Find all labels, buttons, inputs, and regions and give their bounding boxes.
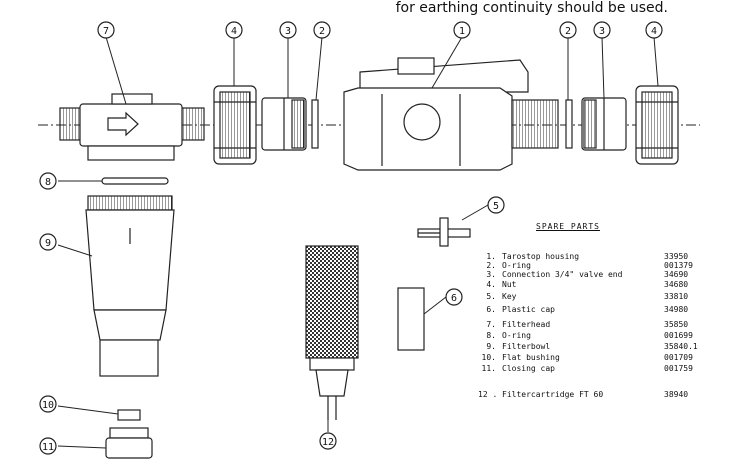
svg-text:2: 2 bbox=[319, 26, 325, 37]
balloon-2-right: 2 bbox=[559, 21, 577, 39]
spare-part-name: Filterhead bbox=[502, 320, 551, 329]
balloon-6: 6 bbox=[445, 288, 463, 306]
nut-right-part bbox=[635, 85, 679, 165]
balloon-3-right: 3 bbox=[593, 21, 611, 39]
o-ring-left-part bbox=[311, 99, 319, 149]
spare-part-name: Plastic cap bbox=[502, 305, 555, 314]
spare-part-code: 001379 bbox=[664, 261, 693, 270]
svg-text:9: 9 bbox=[45, 238, 51, 249]
closing-cap-part bbox=[105, 427, 153, 459]
spare-part-number: 7. bbox=[486, 320, 496, 329]
spare-part-code: 001709 bbox=[664, 353, 693, 362]
svg-text:6: 6 bbox=[451, 293, 457, 304]
connection-right-part bbox=[581, 97, 627, 151]
spare-part-name: Key bbox=[502, 292, 517, 301]
spare-part-code: 34680 bbox=[664, 280, 689, 289]
balloon-4-left: 4 bbox=[225, 21, 243, 39]
spare-part-name: Tarostop housing bbox=[502, 252, 580, 261]
spare-part-name: O-ring bbox=[502, 261, 531, 270]
balloon-2-left: 2 bbox=[313, 21, 331, 39]
balloon-4-right: 4 bbox=[645, 21, 663, 39]
balloon-7: 7 bbox=[97, 21, 115, 39]
balloon-5: 5 bbox=[487, 196, 505, 214]
svg-text:7: 7 bbox=[103, 26, 109, 37]
tarostop-housing-part bbox=[343, 57, 559, 171]
spare-part-number: 2. bbox=[486, 261, 496, 270]
key-part bbox=[417, 217, 471, 247]
balloon-3-left: 3 bbox=[279, 21, 297, 39]
balloon-11: 11 bbox=[39, 437, 57, 455]
spare-part-code: 38940 bbox=[664, 390, 689, 399]
spare-part-number: 11. bbox=[481, 364, 496, 373]
balloon-12: 12 bbox=[319, 432, 337, 450]
spare-part-code: 001759 bbox=[664, 364, 693, 373]
balloon-8: 8 bbox=[39, 172, 57, 190]
spare-parts-title: SPARE PARTS bbox=[536, 222, 600, 231]
spare-part-code: 34980 bbox=[664, 305, 689, 314]
balloon-9: 9 bbox=[39, 233, 57, 251]
o-ring-filter-part bbox=[101, 177, 169, 185]
nut-left-part bbox=[213, 85, 257, 165]
spare-part-name: Nut bbox=[502, 280, 517, 289]
filter-cartridge-part bbox=[305, 245, 359, 420]
svg-text:5: 5 bbox=[493, 201, 499, 212]
spare-part-number: 4. bbox=[486, 280, 496, 289]
spare-part-number: 12 . bbox=[478, 390, 498, 399]
svg-text:4: 4 bbox=[651, 26, 657, 37]
spare-part-name: Filterbowl bbox=[502, 342, 551, 351]
svg-text:10: 10 bbox=[42, 400, 54, 411]
o-ring-right-part bbox=[565, 99, 573, 149]
spare-part-name: Flat bushing bbox=[502, 353, 560, 362]
spare-part-number: 9. bbox=[486, 342, 496, 351]
spare-part-name: Closing cap bbox=[502, 364, 555, 373]
connection-left-part bbox=[261, 97, 307, 151]
svg-text:3: 3 bbox=[285, 26, 291, 37]
leader-lines bbox=[57, 36, 659, 449]
svg-text:4: 4 bbox=[231, 26, 237, 37]
filterhead-part bbox=[59, 93, 205, 161]
svg-text:1: 1 bbox=[459, 26, 465, 37]
header-note: for earthing continuity should be used. bbox=[395, 0, 668, 16]
spare-part-name: O-ring bbox=[502, 331, 531, 340]
svg-text:12: 12 bbox=[322, 437, 334, 448]
spare-part-code: 34690 bbox=[664, 270, 689, 279]
spare-part-code: 35850 bbox=[664, 320, 689, 329]
spare-part-name: Connection 3/4" valve end bbox=[502, 270, 623, 279]
balloon-10: 10 bbox=[39, 395, 57, 413]
spare-part-code: 35840.1 bbox=[664, 342, 698, 351]
spare-part-number: 6. bbox=[486, 305, 496, 314]
spare-part-number: 5. bbox=[486, 292, 496, 301]
spare-part-code: 33950 bbox=[664, 252, 689, 261]
svg-text:11: 11 bbox=[42, 442, 54, 453]
filterbowl-part bbox=[85, 195, 175, 377]
spare-part-number: 1. bbox=[486, 252, 496, 261]
balloon-1: 1 bbox=[453, 21, 471, 39]
svg-text:2: 2 bbox=[565, 26, 571, 37]
flat-bushing-part bbox=[117, 409, 141, 421]
spare-part-code: 33810 bbox=[664, 292, 689, 301]
svg-text:3: 3 bbox=[599, 26, 605, 37]
svg-text:8: 8 bbox=[45, 177, 51, 188]
spare-part-name: Filtercartridge FT 60 bbox=[502, 390, 604, 399]
spare-part-number: 10. bbox=[481, 353, 496, 362]
spare-part-number: 8. bbox=[486, 331, 496, 340]
spare-part-number: 3. bbox=[486, 270, 496, 279]
spare-part-code: 001699 bbox=[664, 331, 693, 340]
plastic-cap-part bbox=[397, 287, 425, 351]
